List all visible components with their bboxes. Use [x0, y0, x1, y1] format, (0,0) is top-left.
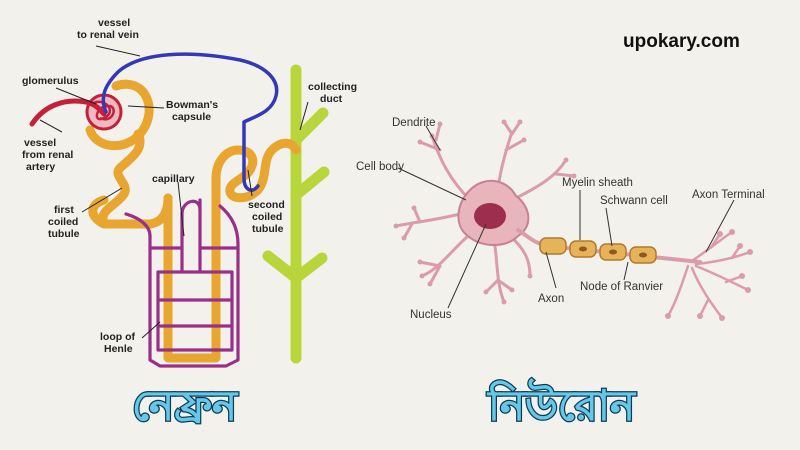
label-vessel-from-renal-artery: vessel from renal artery [22, 137, 76, 173]
renal-vein [101, 52, 279, 192]
axon-terminal-tips [665, 229, 753, 321]
artery-vessel [29, 98, 107, 127]
dendrite-tips [393, 119, 577, 305]
schwann-cell-1 [539, 237, 567, 255]
collecting-duct [262, 64, 330, 364]
label-loop-of-henle: loop of Henle [100, 331, 138, 355]
label-dendrite: Dendrite [392, 117, 435, 129]
neuron-caption: নিউরোন [486, 378, 637, 430]
label-second-coiled-tubule: second coiled tubule [248, 199, 288, 235]
renal-tubule [85, 79, 301, 363]
neuron-diagram: Dendrite Cell body Myelin sheath Schwann… [356, 117, 765, 431]
nephron-caption: নেফ্রন [132, 381, 239, 430]
capillary-network [124, 198, 240, 368]
label-bowmans-capsule: Bowman's capsule [166, 99, 221, 123]
label-axon: Axon [538, 293, 564, 305]
neuron-pointers [397, 125, 735, 309]
label-glomerulus: glomerulus [22, 75, 79, 87]
label-schwann-cell: Schwann cell [600, 195, 668, 207]
label-cell-body: Cell body [356, 161, 404, 173]
label-axon-terminal: Axon Terminal [692, 189, 765, 201]
nephron-diagram: vessel to renal vein glomerulus Bowman's… [22, 17, 360, 431]
label-vessel-to-renal-vein: vessel to renal vein [77, 17, 139, 41]
nucleus [474, 203, 506, 229]
axon-terminal [666, 230, 752, 320]
label-node-of-ranvier: Node of Ranvier [580, 281, 663, 293]
label-nucleus: Nucleus [410, 309, 452, 321]
label-collecting-duct: collecting duct [308, 81, 360, 105]
label-capillary: capillary [152, 173, 195, 185]
label-first-coiled-tubule: first coiled tubule [48, 204, 81, 240]
schwann-nuclei [579, 246, 647, 258]
label-myelin-sheath: Myelin sheath [562, 177, 633, 189]
site-name: upokary.com [623, 31, 740, 52]
dendrites [394, 120, 576, 304]
nephron-pointers [39, 45, 309, 339]
